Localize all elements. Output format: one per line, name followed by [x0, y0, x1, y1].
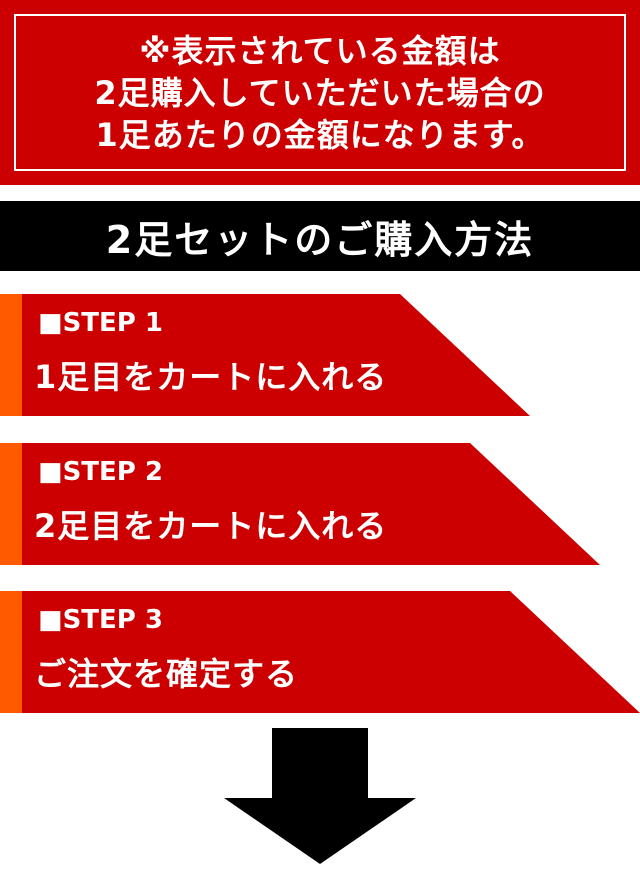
price-notice-box: ※表示されている金額は 2足購入していただいた場合の 1足あたりの金額になります…: [0, 0, 640, 185]
step-3-banner: ■STEP 3 ご注文を確定する: [0, 591, 640, 713]
step-2-banner: ■STEP 2 2足目をカートに入れる: [0, 443, 640, 565]
section-title: 2足セットのご購入方法: [105, 217, 535, 262]
step-3-label: ■STEP 3: [38, 605, 163, 635]
step-1-banner: ■STEP 1 1足目をカートに入れる: [0, 294, 640, 416]
step-3-text: ご注文を確定する: [34, 655, 299, 693]
step-3-background: [0, 591, 640, 713]
section-title-bar: 2足セットのご購入方法: [0, 201, 640, 271]
step-2-label: ■STEP 2: [38, 457, 163, 487]
price-notice-frame: ※表示されている金額は 2足購入していただいた場合の 1足あたりの金額になります…: [14, 14, 626, 171]
step-2-text: 2足目をカートに入れる: [34, 507, 388, 545]
step-2-background: [0, 443, 600, 565]
arrow-down-icon: [224, 728, 416, 864]
notice-line-1: ※表示されている金額は: [139, 31, 501, 70]
step-1-label: ■STEP 1: [38, 308, 163, 338]
step-1-text: 1足目をカートに入れる: [34, 358, 388, 396]
notice-line-3: 1足あたりの金額になります。: [95, 115, 545, 154]
notice-line-2: 2足購入していただいた場合の: [94, 73, 546, 112]
step-1-background: [0, 294, 530, 416]
